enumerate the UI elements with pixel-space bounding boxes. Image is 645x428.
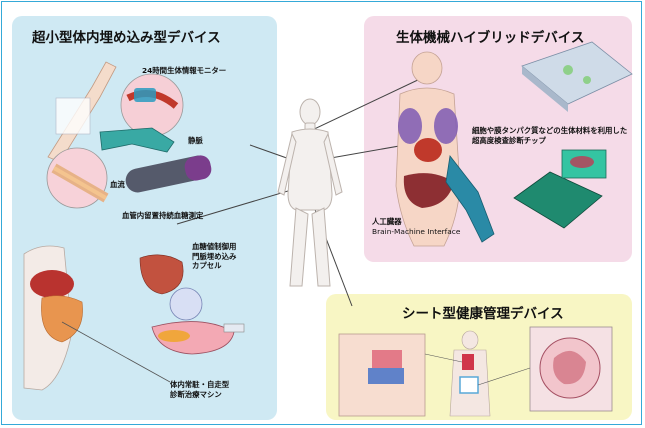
artificial-organ-label: 人工臓器 Brain-Machine Interface [372,217,460,236]
intestine [41,295,83,343]
sheet-panel-title: シート型健康管理デバイス [402,306,564,322]
sheet-patch-blue [459,376,479,394]
portal-label-line2: 門脈埋め込み [192,251,237,261]
robotic-arm [445,155,495,243]
monitor-label: 24時間生体情報モニター [142,66,227,75]
portal-capsule-closeup [169,287,203,321]
implant-panel-title: 超小型体内埋め込み型デバイス [32,30,221,46]
central-human-figure [277,98,343,287]
liver-illustration [139,254,184,295]
hybrid-illustrations [395,41,633,247]
implant-illustrations [23,61,245,391]
monitor-patch [55,97,91,135]
hybrid-panel-title: 生体機械ハイブリッドデバイス [396,30,585,46]
heart [414,138,442,162]
bloodflow-label: 血流 [110,180,125,189]
machine-label-line1: 体内常駐・自走型 [170,380,230,389]
lung-left [398,108,422,144]
lung-right [434,108,458,144]
vessel-closeup [151,321,235,355]
biochip-label-line2: 超高度検査診断チップ [472,135,546,145]
machine-label: 体内常駐・自走型 診断治療マシン [170,380,229,399]
machine-leader-line [61,321,171,383]
sheet-illustrations [338,326,613,417]
biochip-label-line1: 細胞や膜タンパク質などの生体材料を利用した [472,126,628,135]
sheet-patch-red [462,354,474,370]
brain-head [411,51,443,85]
portal-label-line1: 血糖値制御用 [192,242,237,251]
biochip-grid [513,171,603,229]
portal-label-line3: カプセル [192,261,222,271]
machine-label-line2: 診断治療マシン [170,389,222,399]
vein-device [99,127,175,153]
organ-label-line1: 人工臓器 [372,217,402,226]
sheet-figure-head [461,330,479,350]
biochip-label: 細胞や膜タンパク質などの生体材料を利用した 超高度検査診断チップ [472,126,627,145]
portal-capsule-label: 血糖値制御用 門脈埋め込み カプセル [192,242,236,271]
liver [403,173,454,208]
vein-label: 静脈 [188,136,203,145]
organ-label-line2: Brain-Machine Interface [372,226,461,236]
biochip-top [521,41,633,105]
glucose-label: 血管内留置持続血糖測定 [122,211,204,220]
liver-small [30,270,74,298]
connector-hybrid-brain [307,77,423,133]
connector-implant-glucose [176,187,299,225]
